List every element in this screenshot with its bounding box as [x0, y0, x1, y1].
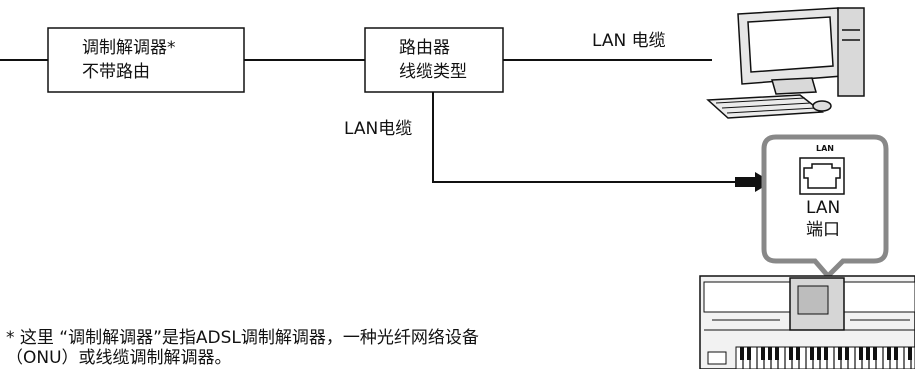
lan-port-callout	[761, 134, 889, 280]
router-line2: 线缆类型	[399, 62, 467, 82]
modem-label: 调制解调器* 不带路由	[82, 36, 176, 84]
footnote: * 这里 “调制解调器”是指ADSL调制解调器，一种光纤网络设备 （ONU）或线…	[6, 328, 479, 368]
lan-port-label-1: LAN	[806, 198, 841, 218]
line-router-down	[432, 90, 735, 183]
cable-label-top: LAN 电缆	[592, 31, 666, 51]
modem-box	[47, 27, 245, 93]
cable-label-down: LAN电缆	[344, 119, 413, 139]
modem-line1: 调制解调器*	[82, 38, 176, 58]
footnote-line2: （ONU）或线缆调制解调器。	[6, 348, 232, 368]
lan-port-icon	[799, 157, 845, 195]
lan-port-header: LAN	[816, 144, 834, 153]
lan-port-label-2: 端口	[806, 220, 840, 240]
router-label: 路由器 线缆类型	[399, 36, 467, 84]
footnote-line1: * 这里 “调制解调器”是指ADSL调制解调器，一种光纤网络设备	[6, 328, 479, 348]
router-line1: 路由器	[399, 38, 450, 58]
router-box	[364, 27, 504, 93]
computer-icon	[706, 7, 865, 119]
keyboard-instrument-icon	[699, 275, 915, 369]
modem-line2: 不带路由	[82, 62, 150, 82]
